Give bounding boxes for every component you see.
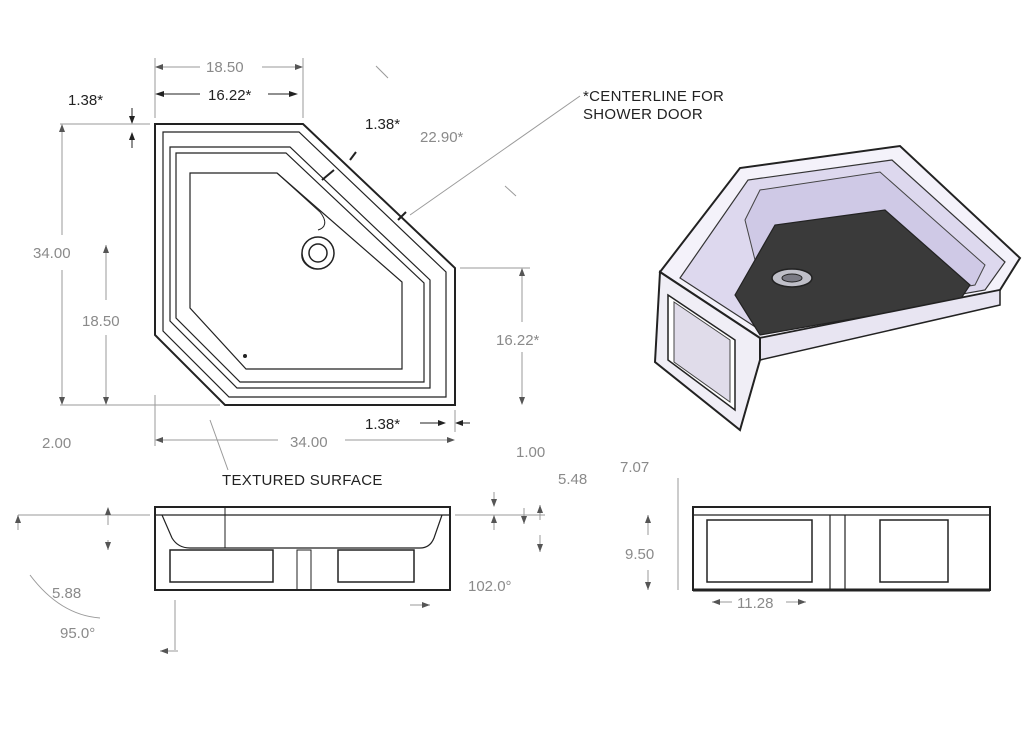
dim-diagonal: 22.90*: [420, 129, 464, 146]
dim-bottom-left: 2.00: [42, 435, 71, 452]
textured-pan-floor: [734, 209, 971, 336]
drain-outer: [301, 236, 335, 270]
dim-height-overall: 34.00: [33, 245, 71, 262]
notes: *CENTERLINE FOR SHOWER DOOR TEXTURED SUR…: [209, 88, 724, 489]
note-centerline-line2: SHOWER DOOR: [583, 106, 703, 123]
dim-bottom-width: 34.00: [290, 434, 328, 451]
dim-offset-angle: 1.38*: [365, 116, 400, 133]
dim-lip: 1.00: [516, 444, 545, 461]
dim-depth: 5.48: [558, 471, 587, 488]
dim-right-height: 16.22*: [496, 332, 540, 349]
dim-offset-left: 1.38*: [68, 92, 103, 109]
dim-draft: 102.0°: [468, 578, 512, 595]
textured-point: [243, 354, 247, 358]
front-view: [154, 506, 451, 591]
dim-panel-height: 9.50: [625, 546, 654, 563]
dim-offset-bottom: 1.38*: [365, 416, 400, 433]
dim-left-angle: 95.0°: [60, 625, 95, 642]
side-view: [692, 506, 991, 592]
dim-width-inner: 16.22*: [208, 87, 252, 104]
dim-height-inner: 18.50: [82, 313, 120, 330]
note-textured-surface: TEXTURED SURFACE: [222, 472, 383, 489]
note-centerline-line1: *CENTERLINE FOR: [583, 88, 724, 105]
dim-panel-width: 11.28: [737, 595, 773, 612]
top-view-dimensions: 18.50 16.22* 1.38* 1.38* 22.90* 34.00 18…: [33, 58, 540, 452]
side-view-dimensions: 7.07 9.50 11.28: [620, 459, 806, 612]
dim-side-height: 7.07: [620, 459, 649, 476]
isometric-view: [653, 144, 1022, 432]
dim-left-depth: 5.88: [52, 585, 81, 602]
top-view: [154, 123, 456, 406]
front-view-dimensions: 1.00 5.48 102.0° 5.88 95.0°: [15, 444, 587, 654]
dim-width-overall: 18.50: [206, 59, 244, 76]
drain-inner: [308, 243, 328, 263]
